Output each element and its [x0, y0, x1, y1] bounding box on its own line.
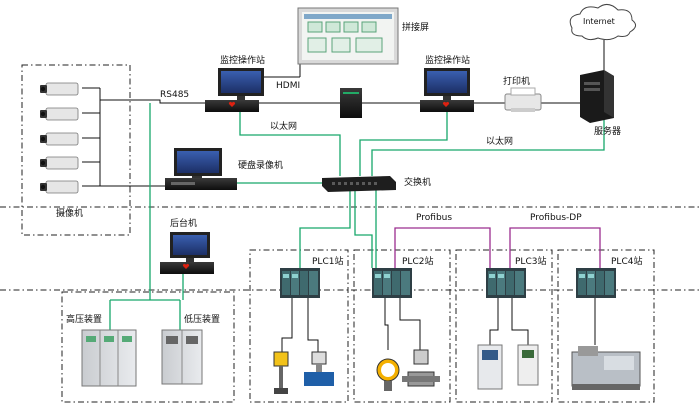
server-label: 服务器 — [594, 125, 621, 137]
camera-icon — [39, 107, 79, 121]
analyzer-cabinet-icon — [477, 344, 503, 390]
low-voltage-cabinet — [161, 329, 203, 385]
dvr-unit — [165, 148, 237, 190]
camera-region — [21, 64, 131, 236]
valve-icon — [402, 349, 440, 387]
camera-icon — [39, 132, 79, 146]
black-connections — [82, 40, 605, 187]
plc1-label: PLC1站 — [312, 255, 343, 267]
plc-rack-icon — [486, 268, 526, 298]
labels: 拼接屏 监控操作站 监控操作站 HDMI RS485 打印机 服务器 Inter… — [56, 17, 642, 325]
printer-label: 打印机 — [503, 75, 530, 87]
hdmi-label: HDMI — [276, 81, 300, 91]
backend-label: 后台机 — [170, 217, 197, 229]
splice-screen-label: 拼接屏 — [402, 21, 429, 33]
rs485-label: RS485 — [160, 90, 189, 100]
camera-icon — [39, 156, 79, 170]
printer-icon — [504, 87, 542, 112]
analyzer-panel-icon — [517, 344, 539, 386]
ethernet-right-label: 以太网 — [486, 135, 513, 147]
cloud-icon — [569, 4, 636, 41]
ethernet-left-label: 以太网 — [270, 120, 297, 132]
plc2-region — [353, 249, 451, 403]
plc4-label: PLC4站 — [611, 255, 642, 267]
plc-rack-icon — [280, 268, 320, 298]
dvr-label: 硬盘录像机 — [238, 159, 283, 171]
backend-machine — [160, 232, 214, 274]
monitor-station-right-label: 监控操作站 — [425, 54, 470, 66]
monitor-station-left-label: 监控操作站 — [220, 54, 265, 66]
high-voltage-label: 高压装置 — [66, 313, 102, 325]
plc2-label: PLC2站 — [402, 255, 433, 267]
level-sensor-icon — [273, 351, 289, 394]
workstation-right — [420, 68, 474, 112]
server-tower-icon — [580, 70, 614, 123]
pressure-gauge-icon — [376, 358, 400, 391]
switch-label: 交换机 — [404, 176, 431, 188]
plc-rack-icon — [576, 268, 616, 298]
camera-label: 摄像机 — [56, 207, 83, 219]
camera-group — [39, 82, 79, 194]
plc1-region — [249, 249, 349, 403]
splice-screen — [297, 7, 399, 65]
camera-icon — [39, 82, 79, 96]
field-connections — [281, 298, 596, 352]
plc3-region — [455, 249, 553, 403]
profibus-dp-label: Profibus-DP — [530, 213, 582, 223]
machine-equipment-icon — [571, 346, 641, 390]
flowmeter-icon — [304, 351, 334, 386]
low-voltage-label: 低压装置 — [184, 313, 220, 325]
plc-rack-icon — [372, 268, 412, 298]
camera-icon — [39, 180, 79, 194]
network-switch-icon — [322, 176, 396, 192]
ups-tower-icon — [340, 88, 362, 118]
workstation-left — [205, 68, 264, 112]
plc4-region — [557, 249, 655, 403]
ethernet-connections — [109, 103, 605, 330]
internet-label: Internet — [583, 17, 615, 26]
plc3-label: PLC3站 — [515, 255, 546, 267]
field-devices-region — [61, 291, 235, 403]
profibus-connections — [394, 227, 601, 268]
profibus-label: Profibus — [416, 213, 452, 223]
high-voltage-cabinet — [81, 329, 137, 387]
